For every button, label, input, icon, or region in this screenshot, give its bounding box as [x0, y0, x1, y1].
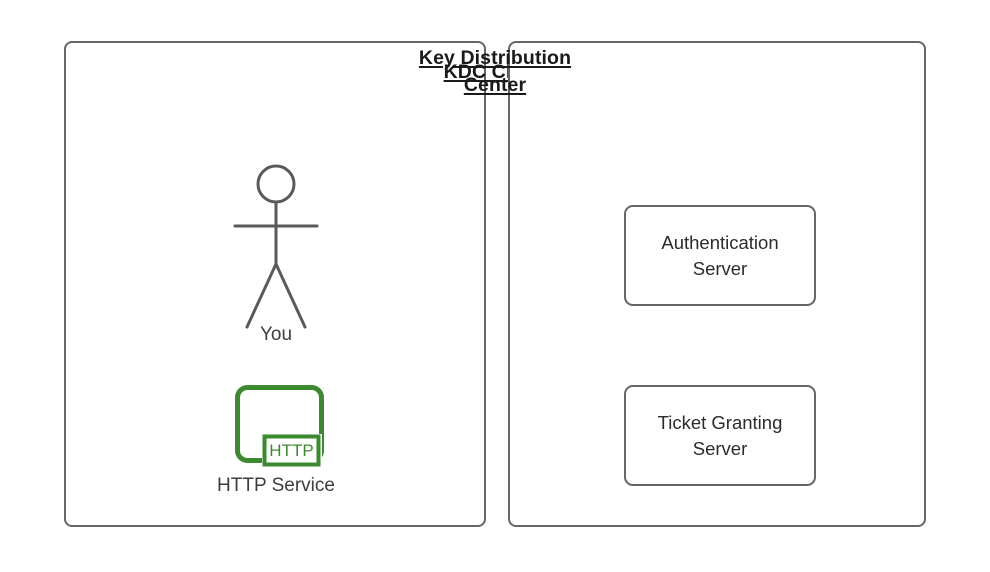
http-service-label: HTTP Service: [186, 473, 366, 499]
actor-label-text: You: [259, 324, 293, 345]
stick-figure-icon: [222, 155, 332, 335]
kdc-title-line1: Key Distribution: [418, 47, 572, 69]
kdc-title-line2: Center: [463, 74, 527, 96]
authentication-server-line1: Authentication: [661, 231, 779, 253]
actor-label: You: [196, 322, 356, 348]
authentication-server-line2: Server: [692, 257, 748, 279]
svg-text:HTTP: HTTP: [269, 441, 313, 460]
http-service-icon: HTTP: [228, 378, 328, 470]
ticket-granting-server-line2: Server: [692, 437, 748, 459]
http-service-label-text: HTTP Service: [217, 475, 335, 496]
ticket-granting-server-line1: Ticket Granting: [657, 411, 783, 433]
